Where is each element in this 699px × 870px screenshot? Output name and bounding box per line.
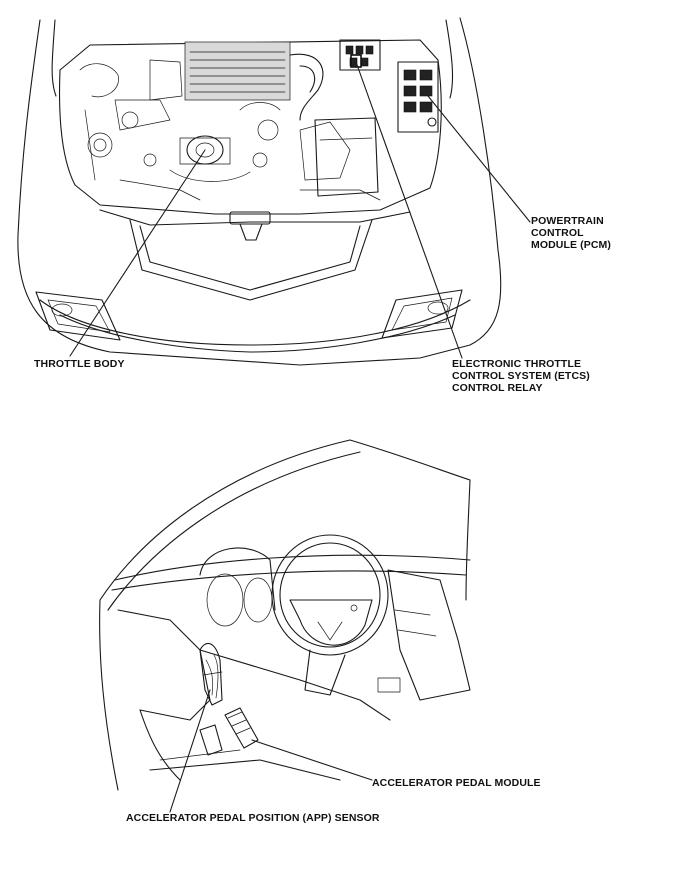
pcm-leader-line xyxy=(427,95,531,223)
etcs-relay-label: ELECTRONIC THROTTLE CONTROL SYSTEM (ETCS… xyxy=(452,358,590,394)
throttle-body-label: THROTTLE BODY xyxy=(34,358,125,370)
throttle-body-leader-line xyxy=(69,149,206,357)
app-sensor-leader-line xyxy=(169,689,211,813)
etcs-relay-leader-line xyxy=(355,61,463,359)
engine-bay-illustration xyxy=(17,17,531,366)
pcm-label: POWERTRAIN CONTROL MODULE (PCM) xyxy=(531,215,611,251)
pedal-module-leader-line xyxy=(251,739,373,781)
app-sensor-label: ACCELERATOR PEDAL POSITION (APP) SENSOR xyxy=(126,812,380,824)
accelerator-pedal-module-label: ACCELERATOR PEDAL MODULE xyxy=(372,777,541,789)
